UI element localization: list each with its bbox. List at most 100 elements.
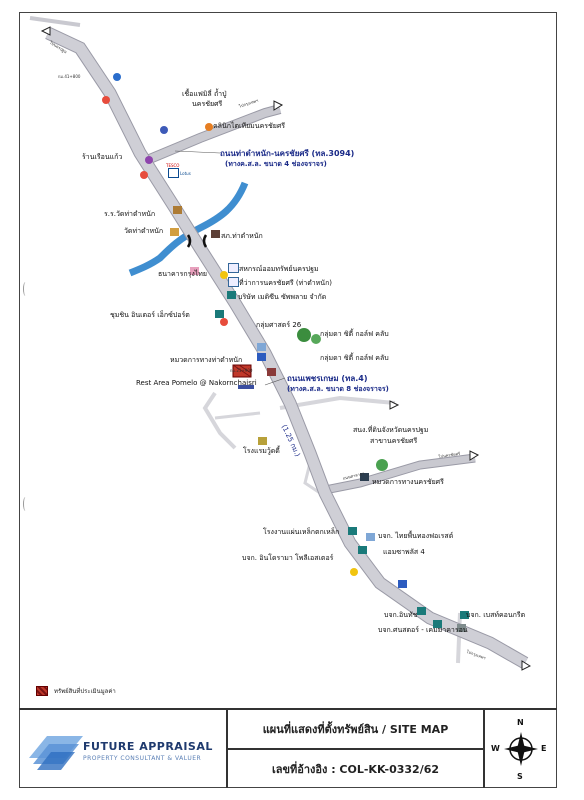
road-4-name: ถนนเพชรเกษม (ทล.4) [287,374,368,383]
label-km-mid: กม.21+900 [230,368,253,373]
arrow-north-icon [40,26,51,36]
factory-icon [433,620,442,628]
car-icon [366,533,375,541]
shop-icon [145,156,153,164]
atm-icon [350,568,358,576]
label-intercept: ชุมชิน อินเตอร์ เอ็กซ์ปอร์ต [110,311,190,319]
brand-lotus: Lotus [180,171,191,176]
label-factory: โรงแรมวู้ดดี้ [243,447,280,455]
golf-icon [297,328,311,342]
atm-icon [220,271,228,279]
ptt-icon [140,171,148,179]
gas-station-icon [220,318,228,326]
label-wat: วัดท่าตำหนัก [124,227,164,235]
compass-w: W [491,744,500,753]
building-icon [457,624,466,632]
person-icon [398,580,407,588]
label-co-e: บจก. เบสท์คอนกรีต [466,611,526,619]
legend-label: ทรัพย์สินที่ประเมินมูลค่า [54,688,116,695]
legend-swatch [36,686,48,696]
police-icon [211,230,220,238]
factory-icon [460,611,469,619]
temple-icon [170,228,179,236]
compass-block: N S E W [485,710,557,788]
minor-road [214,411,261,420]
site-map: เชื้อแฟมิลี่ ถ้ำปู่ นครชัยศรี คลินิกไตเท… [20,13,556,705]
brand-tesco: TESCO [166,163,180,168]
parking-icon [257,353,266,361]
arrow-east-icon [469,450,480,461]
restaurant-icon [267,368,276,376]
label-clinic: คลินิกไตเทียมนครชัยศรี [213,122,286,130]
hotel-icon [258,437,267,445]
highway-4-edge [45,27,529,669]
label-pub1: กลุ่มศาสตร์ 26 [256,321,302,329]
map-drawing [29,16,532,671]
label-pub2: กลุ่มดา ซิตี้ กอล์ฟ คลับ [320,330,389,338]
bridge-icon [186,234,208,248]
label-bank: ธนาคารกรุงไทย [158,270,208,278]
compass-e: E [541,744,547,753]
compass-rose-icon [504,732,538,766]
label-agri1: สนง.ที่ดินจังหวัดนครปฐม [353,426,429,434]
road-3094-name: ถนนท่าตำหนัก-นครชัยศรี (ทล.3094) [220,149,355,158]
shell-icon [160,126,168,134]
label-dept2: ที่ว่าการนครชัยศรี (ท่าตำหนัก) [239,279,333,287]
road-4-spec: (ทางค.ส.ล. ขนาด 8 ช่องจราจร) [287,385,389,393]
title-block: FUTURE APPRAISAL PROPERTY CONSULTANT & V… [19,708,557,788]
factory-icon [348,527,357,535]
label-pub3: กลุ่มดา ซิตี้ กอล์ฟ คลับ [320,354,389,362]
reference-number: เลขที่อ้างอิง : COL-KK-0332/62 [271,763,440,776]
label-co-a: บจก. ไทยพื้นทองฟอเรสต์ [378,532,454,540]
factory-icon [227,291,236,299]
land-office-icon [376,459,388,471]
label-police: สภ.ท่าตำหนัก [221,232,263,240]
company-logo-block: FUTURE APPRAISAL PROPERTY CONSULTANT & V… [19,710,228,788]
arrow-east-icon [389,400,400,410]
label-dept1: สหกรณ์ออมทรัพย์นครปฐม [239,265,319,273]
label-nakhon-chaisri: นครชัยศรี [192,100,223,108]
minor-road [456,612,462,664]
factory-icon [358,546,367,554]
arrow-northeast-icon [273,100,284,111]
minor-road [29,16,81,27]
factory-icon [417,607,426,615]
minor-road [202,391,237,450]
factory-icon [215,310,224,318]
label-co-d: บจก.อินทัช [384,611,418,619]
label-tha-kha: เชื้อแฟมิลี่ ถ้ำปู่ [182,90,227,98]
title-center: แผนที่แสดงที่ตั้งทรัพย์สิน / SITE MAP เล… [228,710,485,788]
highway-4 [45,28,528,668]
label-highway-office: หมวดการทางท่าตำหนัก [170,356,243,364]
label-co-f: บจก.ศนสตอร์ - เคมมาคารอน [378,626,468,634]
hospital-icon [205,123,213,131]
company-name: FUTURE APPRAISAL [83,740,213,753]
gas-station-icon [102,96,110,104]
school-icon [173,206,182,214]
label-school: ร.ร.วัดท่าตำหนัก [104,210,156,218]
legend: ทรัพย์สินที่ประเมินมูลค่า [36,686,116,696]
label-highway-office2: หมวดการทางนครชัยศรี [372,478,444,486]
punch-hole [23,497,28,511]
compass-n: N [517,718,524,727]
arrow-southeast-icon [521,660,532,671]
label-km-top: กม.41+800 [58,74,81,79]
compass-s: S [517,772,523,781]
road-3094-spec: (ทางค.ส.ล. ขนาด 4 ช่องจราจร) [225,160,327,168]
punch-hole [23,282,28,296]
car-icon [257,343,266,351]
east-road [319,454,476,495]
company-logo-icon [29,736,83,770]
map-title: แผนที่แสดงที่ตั้งทรัพย์สิน / SITE MAP [228,710,483,750]
highway-office-icon [360,473,369,481]
label-company1: บริษัท เมดิซีน ซัพพลาย จำกัด [238,293,327,301]
company-tagline: PROPERTY CONSULTANT & VALUER [83,755,202,762]
location-pin-icon [113,73,121,81]
bank-icon [190,267,199,275]
minor-road [279,395,396,410]
label-co-b: บจก. อินโดรามา โพลีเอสเตอร์ [242,554,334,562]
road-3094 [138,105,282,167]
label-co-c: แอมซาพลัส 4 [383,548,425,556]
river [128,181,249,277]
